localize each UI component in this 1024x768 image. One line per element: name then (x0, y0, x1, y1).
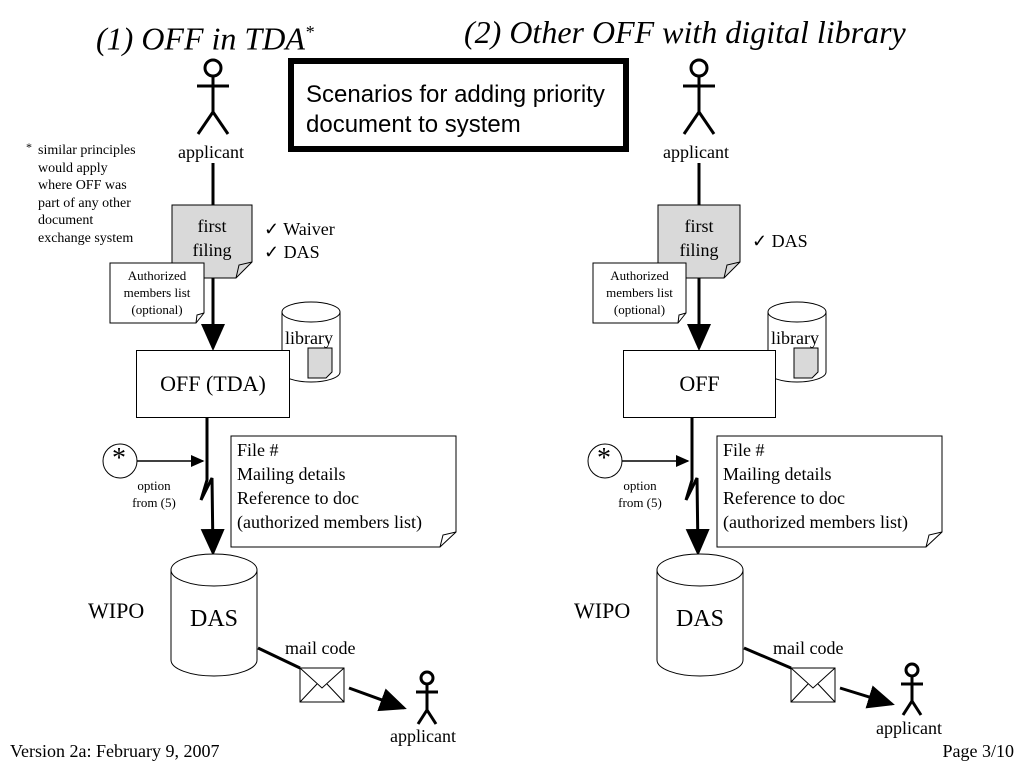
members-list-doc-left (109, 262, 205, 324)
members-list-line: Authorized (610, 268, 669, 283)
footer-page: Page 3/10 (942, 741, 1015, 761)
wipo-label-right: WIPO (574, 598, 631, 623)
notes-left: File # Mailing details Reference to doc … (237, 438, 422, 534)
first-filing-line: first (197, 216, 227, 236)
footnote-line: similar principles (38, 143, 136, 158)
option-text-left: option from (5) (124, 477, 184, 511)
das-label-left: DAS (189, 606, 238, 632)
scenario-line-2: document to system (306, 111, 521, 138)
footnote-line: where OFF was (38, 178, 127, 193)
first-filing-line: first (684, 216, 714, 236)
notes-line: File # (723, 440, 765, 460)
check-das: ✓ DAS (264, 242, 320, 262)
title-left: (1) OFF in TDA* (96, 14, 314, 57)
wipo-label-left: WIPO (88, 598, 145, 623)
transfer-line-left (199, 418, 225, 556)
mail-arrow-right (839, 685, 895, 709)
first-filing-line: filing (679, 240, 719, 260)
option-symbol-left: * (112, 443, 126, 474)
notes-line: Mailing details (237, 464, 346, 484)
first-filing-label-right: first filing (658, 214, 740, 262)
mail-arrow-left (348, 686, 407, 712)
envelope-icon-left (299, 667, 345, 703)
library-label-left: library (285, 328, 333, 348)
footnote-line: part of any other (38, 195, 131, 211)
library-cylinder-right (767, 301, 827, 383)
applicant-bottom-icon-right (901, 662, 923, 716)
members-list-line: Authorized (127, 268, 187, 283)
notes-doc-right (716, 435, 943, 548)
members-list-line: (optional) (613, 302, 666, 317)
title-left-text: (1) OFF in TDA (96, 20, 305, 57)
applicant-bottom-icon-left (416, 670, 438, 725)
mail-code-label-right: mail code (773, 638, 844, 658)
members-list-line: members list (606, 285, 673, 300)
notes-line: Mailing details (723, 464, 832, 484)
applicant-label-left-bottom: applicant (390, 726, 456, 746)
first-filing-label-left: first filing (172, 214, 252, 262)
first-filing-line: filing (192, 240, 232, 260)
checks-right: ✓ DAS (752, 230, 808, 253)
footer-version: Version 2a: February 9, 2007 (10, 741, 220, 761)
members-list-doc-right (592, 262, 687, 324)
off-box-left: OFF (TDA) (136, 350, 290, 418)
footnote-line: would apply (38, 160, 108, 176)
library-label-right: library (771, 328, 819, 348)
members-list-left: Authorized members list (optional) (110, 267, 204, 318)
members-list-line: (optional) (131, 302, 183, 317)
off-box-label-right: OFF (679, 371, 720, 396)
title-right: (2) Other OFF with digital library (464, 14, 906, 50)
checks-left: ✓ Waiver ✓ DAS (264, 218, 335, 264)
das-cylinder-right (656, 553, 744, 677)
applicant-label-left-top: applicant (178, 142, 244, 162)
applicant-top-icon-right (682, 58, 716, 135)
applicant-top-icon-left (196, 58, 230, 135)
option-symbol-right: * (597, 443, 611, 474)
transfer-line-right (684, 418, 710, 556)
das-cylinder-left (170, 553, 258, 677)
notes-line: (authorized members list) (723, 512, 908, 532)
option-text-line: option (137, 478, 171, 493)
notes-line: (authorized members list) (237, 512, 422, 532)
members-list-right: Authorized members list (optional) (593, 267, 686, 318)
footnote-line: exchange system (38, 230, 134, 246)
check-waiver: ✓ Waiver (264, 219, 335, 239)
notes-line: Reference to doc (723, 488, 845, 508)
mail-line-left (257, 646, 301, 670)
mail-line-right (743, 646, 792, 670)
option-text-line: option (623, 478, 657, 493)
off-box-label-left: OFF (TDA) (160, 371, 266, 396)
footnote-mark: * (26, 140, 32, 154)
envelope-icon-right (790, 667, 836, 703)
title-left-mark: * (304, 22, 314, 42)
scenario-line-1: Scenarios for adding priority (306, 81, 605, 108)
off-box-right: OFF (623, 350, 776, 418)
option-text-right: option from (5) (610, 477, 670, 511)
footnote-text: similar principles would apply where OFF… (38, 142, 136, 247)
mail-code-label-left: mail code (285, 638, 356, 658)
check-das: ✓ DAS (752, 231, 808, 251)
notes-doc-left (230, 435, 457, 548)
notes-line: File # (237, 440, 279, 460)
das-label-right: DAS (675, 606, 724, 632)
scenario-box: Scenarios for adding priority document t… (288, 58, 629, 152)
applicant-label-right-bottom: applicant (876, 718, 942, 738)
applicant-label-right-top: applicant (663, 142, 729, 162)
members-list-line: members list (123, 285, 191, 300)
notes-right: File # Mailing details Reference to doc … (723, 438, 908, 534)
notes-line: Reference to doc (237, 488, 359, 508)
footnote-line: document (38, 213, 94, 228)
option-text-line: from (5) (618, 495, 662, 510)
option-text-line: from (5) (132, 495, 176, 510)
